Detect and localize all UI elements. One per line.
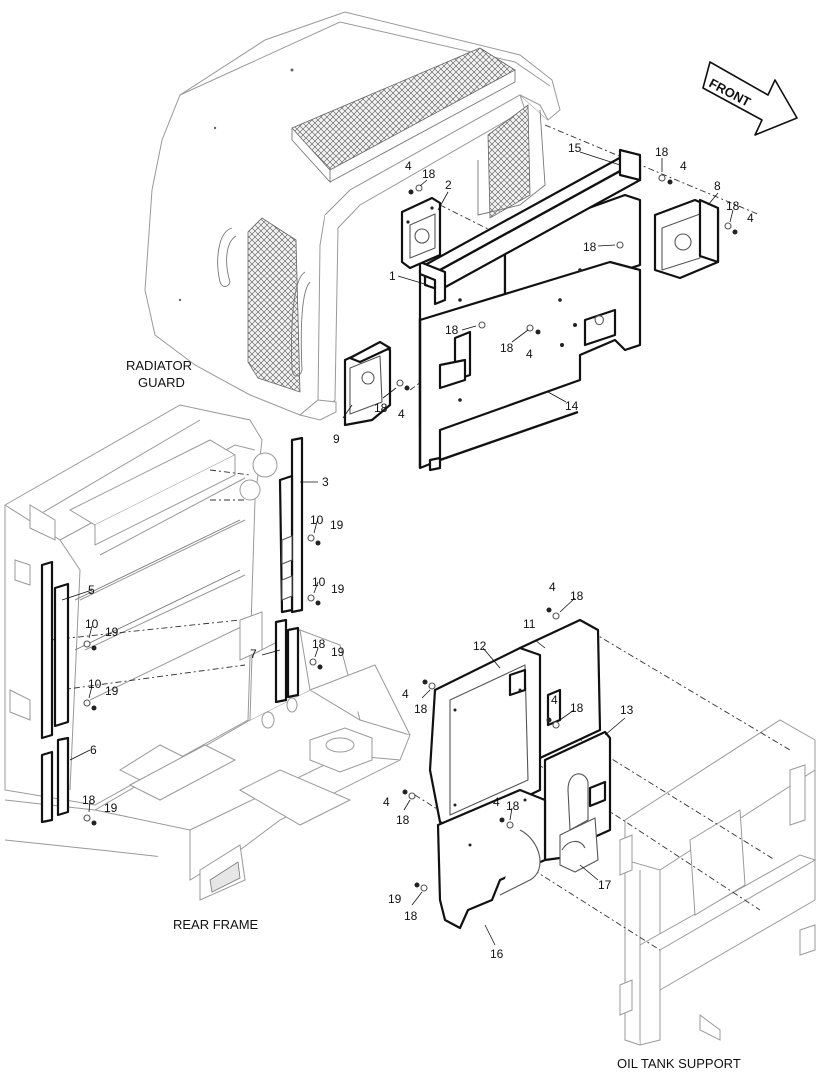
callout-10: 10 bbox=[88, 677, 102, 691]
callout-19: 19 bbox=[105, 625, 119, 639]
part-2-plate bbox=[400, 196, 442, 270]
callout-18: 18 bbox=[570, 589, 584, 603]
bolt-washer bbox=[546, 717, 560, 729]
bolt-washer bbox=[83, 640, 97, 651]
part-12-panel bbox=[428, 646, 542, 832]
radiator bbox=[4, 404, 278, 806]
bolt-washer bbox=[546, 607, 560, 620]
bolt-washer bbox=[408, 184, 423, 195]
section-labels: RADIATOR GUARD REAR FRAME OIL TANK SUPPO… bbox=[126, 358, 741, 1071]
callout-12: 12 bbox=[473, 639, 487, 653]
bolt-washer bbox=[83, 814, 97, 826]
callout-3: 3 bbox=[322, 475, 329, 489]
callout-2: 2 bbox=[445, 178, 452, 192]
callout-numbers: 1 2 3 4 4 4 4 4 4 4 4 4 4 5 6 7 8 9 10 1… bbox=[82, 141, 754, 961]
callout-4: 4 bbox=[493, 795, 500, 809]
callout-17: 17 bbox=[598, 878, 612, 892]
callout-7: 7 bbox=[250, 647, 257, 661]
hardware-fasteners bbox=[83, 174, 738, 892]
callout-4: 4 bbox=[680, 159, 687, 173]
bolt-washer bbox=[309, 658, 323, 670]
label-oil-tank-support: OIL TANK SUPPORT bbox=[617, 1056, 741, 1071]
callout-18: 18 bbox=[82, 793, 96, 807]
callout-18: 18 bbox=[312, 637, 326, 651]
bolt-washer bbox=[307, 534, 321, 546]
callout-18: 18 bbox=[445, 323, 459, 337]
callout-4: 4 bbox=[402, 687, 409, 701]
callout-8: 8 bbox=[714, 179, 721, 193]
callout-18: 18 bbox=[726, 199, 740, 213]
callout-18: 18 bbox=[500, 341, 514, 355]
label-rear-frame: REAR FRAME bbox=[173, 917, 259, 932]
callout-18: 18 bbox=[506, 799, 520, 813]
callout-4: 4 bbox=[526, 347, 533, 361]
callout-9: 9 bbox=[333, 432, 340, 446]
bolt-washer bbox=[422, 679, 436, 690]
part-16-panel bbox=[436, 788, 547, 930]
part-7-bar bbox=[274, 618, 300, 704]
callout-19: 19 bbox=[105, 684, 119, 698]
callout-16: 16 bbox=[490, 947, 504, 961]
callout-19: 19 bbox=[388, 892, 402, 906]
callout-1: 1 bbox=[389, 269, 396, 283]
part-1-bracket bbox=[418, 260, 447, 306]
bolt-washer bbox=[526, 324, 541, 335]
callout-18: 18 bbox=[404, 909, 418, 923]
bolt-washer bbox=[414, 882, 428, 892]
callout-4: 4 bbox=[549, 580, 556, 594]
callout-18: 18 bbox=[414, 702, 428, 716]
leader-lines bbox=[61, 151, 734, 946]
callout-4: 4 bbox=[383, 795, 390, 809]
bolt-washer bbox=[658, 174, 673, 185]
callout-11: 11 bbox=[523, 617, 536, 631]
part-14-support-frame bbox=[418, 193, 642, 472]
bolt-washer bbox=[616, 241, 624, 249]
callout-5: 5 bbox=[88, 583, 95, 597]
radiator-guard bbox=[144, 11, 561, 421]
callout-19: 19 bbox=[330, 518, 344, 532]
label-radiator-guard-line2: GUARD bbox=[138, 375, 185, 390]
callout-19: 19 bbox=[331, 582, 345, 596]
callout-4: 4 bbox=[551, 693, 558, 707]
callout-18: 18 bbox=[583, 240, 597, 254]
front-arrow: FRONT bbox=[702, 61, 798, 136]
part-8-plate bbox=[653, 198, 720, 280]
bolt-washer bbox=[724, 222, 738, 235]
part-6-bar bbox=[40, 736, 70, 824]
callout-4: 4 bbox=[398, 407, 405, 421]
callout-4: 4 bbox=[747, 211, 754, 225]
callout-18: 18 bbox=[655, 145, 669, 159]
part-9-bracket bbox=[343, 340, 392, 427]
part-17-cover bbox=[559, 817, 599, 873]
callout-19: 19 bbox=[331, 645, 345, 659]
callout-19: 19 bbox=[104, 801, 118, 815]
callout-4: 4 bbox=[405, 159, 412, 173]
bolt-washer bbox=[499, 817, 514, 829]
callout-6: 6 bbox=[90, 743, 97, 757]
callout-18: 18 bbox=[422, 167, 436, 181]
callout-14: 14 bbox=[565, 399, 579, 413]
bolt-washer bbox=[402, 789, 416, 800]
part-5-bar bbox=[40, 560, 70, 740]
callout-18: 18 bbox=[570, 701, 584, 715]
callout-10: 10 bbox=[85, 617, 99, 631]
callout-18: 18 bbox=[374, 401, 388, 415]
bolt-washer bbox=[478, 321, 486, 329]
bolt-washer bbox=[307, 594, 321, 606]
callout-15: 15 bbox=[568, 141, 582, 155]
callout-18: 18 bbox=[396, 813, 410, 827]
bolt-washer bbox=[83, 699, 97, 711]
callout-10: 10 bbox=[310, 513, 324, 527]
callout-13: 13 bbox=[620, 703, 634, 717]
part-3-bar bbox=[278, 436, 304, 614]
callout-10: 10 bbox=[312, 575, 326, 589]
oil-tank-support bbox=[619, 719, 817, 1046]
bolt-washer bbox=[396, 379, 410, 391]
label-radiator-guard-line1: RADIATOR bbox=[126, 358, 192, 373]
